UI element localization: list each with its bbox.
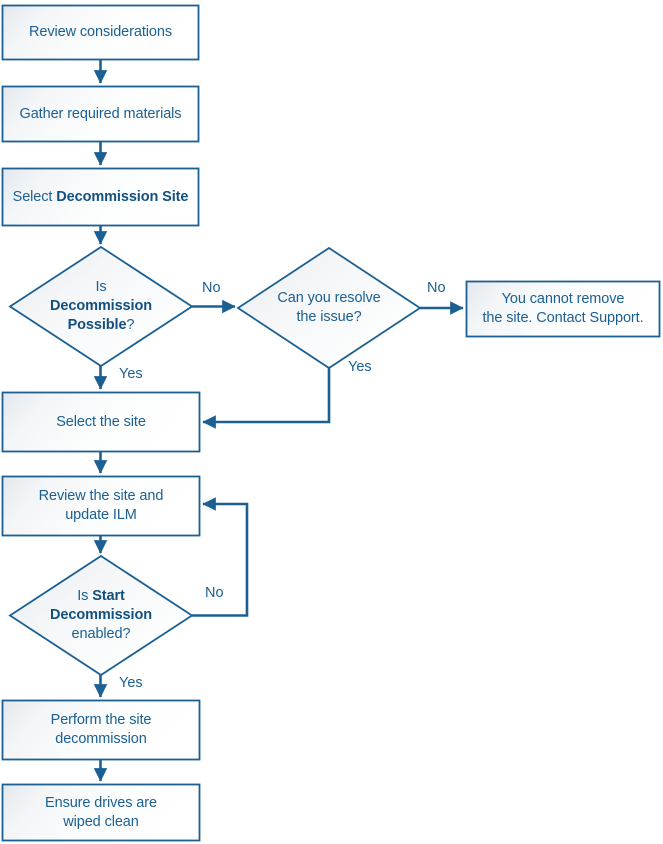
node-gather-required-materials bbox=[1, 85, 200, 143]
edge-diamond3-no-to-review-ilm bbox=[192, 497, 249, 617]
node-select-the-site bbox=[1, 391, 201, 453]
node-review-considerations bbox=[1, 4, 200, 61]
node-perform-site-decommission bbox=[1, 699, 201, 761]
node-ensure-drives-wiped-clean bbox=[1, 783, 201, 842]
node-is-start-decommission-enabled bbox=[8, 554, 194, 677]
node-review-site-update-ilm bbox=[1, 475, 201, 537]
node-is-decommission-possible bbox=[8, 245, 194, 368]
node-select-decommission-site bbox=[1, 167, 200, 227]
node-can-you-resolve-the-issue bbox=[236, 246, 422, 370]
node-cannot-remove-contact-support bbox=[465, 280, 661, 338]
edge-diamond2-yes-to-select-site bbox=[202, 368, 331, 429]
